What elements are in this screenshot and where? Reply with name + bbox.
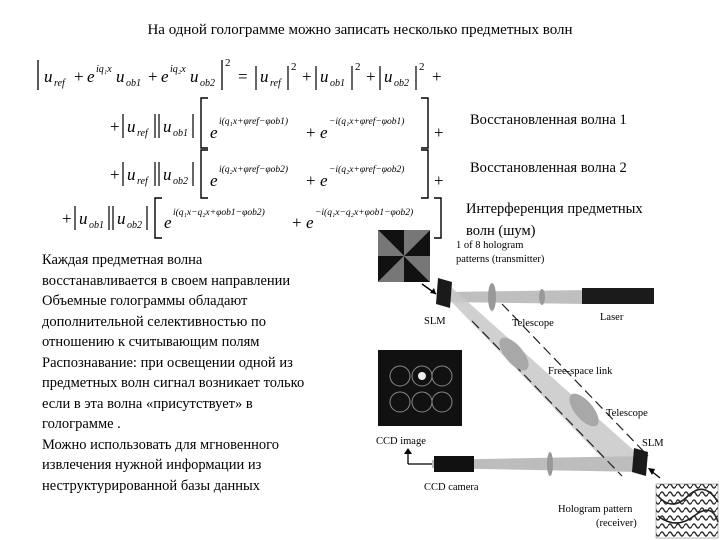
svg-text:u: u [163,117,172,136]
svg-text:e: e [210,171,218,190]
svg-text:u: u [320,67,329,86]
svg-text:ob2: ob2 [127,220,142,231]
body-text: Каждая предметная волна восстанавливаетс… [42,250,377,496]
paragraph-directions: Каждая предметная волна восстанавливаетс… [42,252,291,289]
label-free-space-link: Free-space link [548,366,613,377]
slm-top [436,278,452,308]
caption-interference-noise: Интерференция предметных волн (шум) [466,198,643,242]
svg-text:u: u [117,209,126,228]
slide-title: На одной голограмме можно записать неско… [147,22,573,38]
label-ccd-image: CCD image [376,436,426,447]
svg-text:+: + [302,67,312,86]
paragraph-selectivity: Объемные голограммы обладают дополнитель… [42,293,266,350]
svg-text:+: + [366,67,376,86]
label-telescope-top: Telescope [512,318,554,329]
slm-bottom [632,448,648,476]
svg-text:ob2: ob2 [173,176,188,187]
beam-bottom [432,456,642,472]
ccd-camera [434,456,474,472]
svg-text:+: + [434,171,444,190]
paragraph-recognition: Распознавание: при освещении одной из пр… [42,354,305,433]
beam-top [444,290,587,304]
exp-q1-label: iq₁x [96,64,112,75]
svg-text:2: 2 [419,61,425,73]
svg-text:−i(q₂x+φref−φob2): −i(q₂x+φref−φob2) [329,164,404,175]
ccd-image [378,350,462,426]
svg-text:2: 2 [225,57,231,69]
svg-text:ob1: ob1 [173,128,188,139]
caption-reconstructed-wave-2: Восстановленная волна 2 [470,160,627,176]
paragraph-database: Можно использовать для мгновенного извле… [42,436,279,494]
svg-text:u: u [163,165,172,184]
svg-text:=: = [238,67,248,86]
svg-text:u: u [127,117,136,136]
svg-text:u: u [190,67,199,86]
svg-text:+: + [432,67,442,86]
label-ccd-camera: CCD camera [424,482,479,493]
caption-reconstructed-wave-1: Восстановленная волна 1 [470,112,627,128]
svg-text:+: + [62,209,72,228]
svg-text:−i(q₁x−q₂x+φob1−φob2): −i(q₁x−q₂x+φob1−φob2) [315,207,413,218]
svg-text:u: u [44,67,53,86]
svg-text:u: u [79,209,88,228]
svg-text:e: e [320,171,328,190]
svg-text:+: + [110,165,120,184]
svg-text:+: + [292,213,302,232]
svg-text:e: e [210,123,218,142]
label-hologram-patterns-line2: patterns (transmitter) [456,254,545,265]
label-telescope-bottom: Telescope [606,408,648,419]
svg-text:+: + [148,67,158,86]
svg-text:−i(q₁x+φref−φob1): −i(q₁x+φref−φob1) [329,116,404,127]
svg-text:ob1: ob1 [89,220,104,231]
svg-text:e: e [164,213,172,232]
svg-text:ref: ref [270,78,282,89]
laser-body [582,288,654,304]
transmitter-hologram-pattern [378,230,430,282]
svg-text:ob1: ob1 [330,78,345,89]
svg-text:e: e [320,123,328,142]
svg-text:ref: ref [54,78,66,89]
svg-text:u: u [260,67,269,86]
label-slm-top: SLM [424,316,446,327]
svg-text:ob2: ob2 [394,78,409,89]
svg-text:e: e [306,213,314,232]
optical-setup-diagram: 1 of 8 hologram patterns (transmitter) S… [376,230,719,539]
svg-text:+: + [306,123,316,142]
svg-text:iq₂x: iq₂x [170,64,186,75]
label-hologram-patterns-line1: 1 of 8 hologram [456,240,523,251]
svg-text:ref: ref [137,176,149,187]
svg-text:+: + [306,171,316,190]
label-slm-bottom: SLM [642,438,664,449]
label-hologram-pattern-line2: (receiver) [596,518,637,529]
label-hologram-pattern-line1: Hologram pattern [558,504,633,515]
svg-text:ref: ref [137,128,149,139]
svg-text:+: + [110,117,120,136]
svg-text:i(q₁x−q₂x+φob1−φob2): i(q₁x−q₂x+φob1−φob2) [173,207,265,218]
svg-text:u: u [127,165,136,184]
svg-text:e: e [161,67,169,86]
svg-text:u: u [116,67,125,86]
svg-text:i(q₂x+φref−φob2): i(q₂x+φref−φob2) [219,164,288,175]
label-laser: Laser [600,312,624,323]
telescope-top-lens [488,283,496,311]
phase-1-label: i(q₁x+φref−φob1) [219,116,288,127]
svg-text:2: 2 [355,61,361,73]
svg-text:e: e [87,67,95,86]
svg-text:2: 2 [291,61,297,73]
svg-text:+: + [74,67,84,86]
svg-text:ob1: ob1 [126,78,141,89]
caption-interference-line-1: Интерференция предметных [466,201,643,217]
svg-text:+: + [434,123,444,142]
svg-text:ob2: ob2 [200,78,215,89]
svg-text:u: u [384,67,393,86]
caption-interference-line-2: волн (шум) [466,223,536,239]
